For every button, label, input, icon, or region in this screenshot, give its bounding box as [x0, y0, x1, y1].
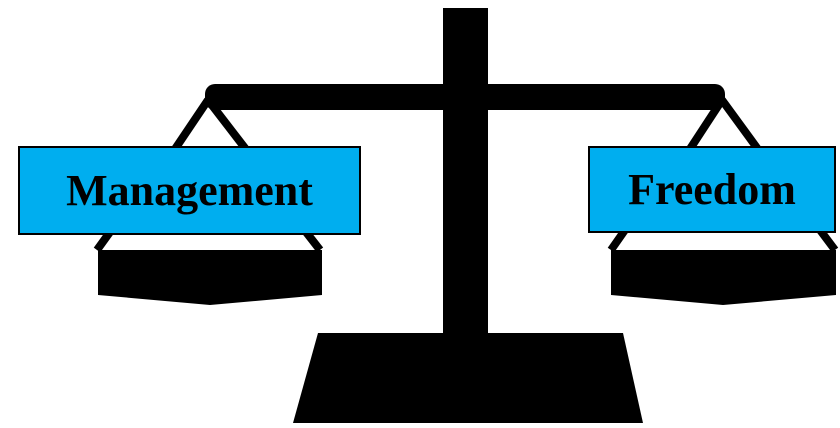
- left-string-lower-right: [302, 229, 324, 253]
- scale-base: [293, 333, 643, 423]
- right-pan-label: Freedom: [588, 146, 836, 233]
- scale-beam: [205, 84, 725, 110]
- right-string-lower-left: [607, 227, 629, 253]
- left-pan: [98, 250, 322, 305]
- left-string-lower-left: [93, 229, 114, 253]
- scale-post: [443, 8, 488, 338]
- left-string-upper-left: [169, 97, 212, 155]
- left-string-upper-right: [204, 97, 252, 155]
- right-string-upper-right: [718, 97, 764, 155]
- left-pan-label: Management: [18, 146, 361, 235]
- right-string-lower-right: [816, 227, 839, 253]
- right-string-upper-left: [684, 97, 726, 155]
- right-pan: [611, 250, 836, 305]
